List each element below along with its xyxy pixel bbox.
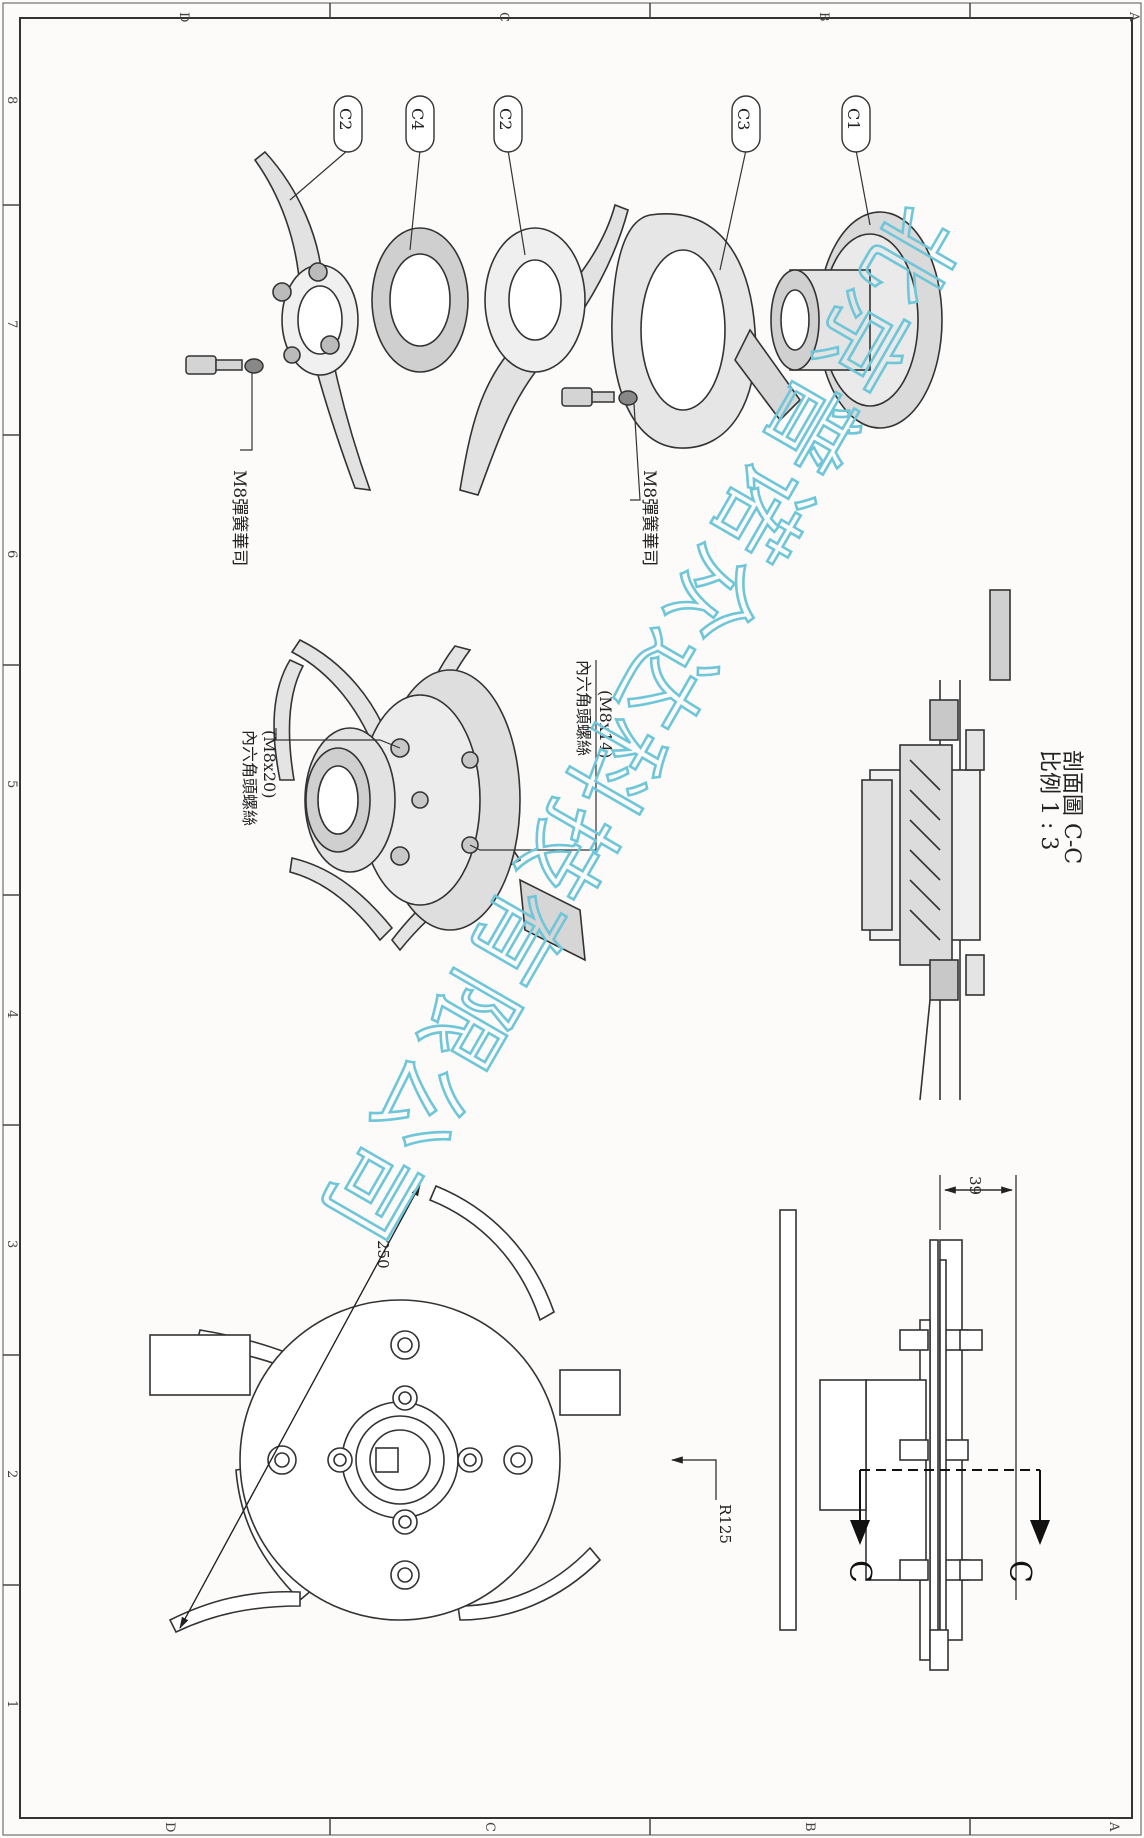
zone-num-8: 8 — [4, 96, 19, 104]
callout-c2-top: C2 — [333, 95, 363, 153]
zone-num-1: 1 — [4, 1700, 19, 1708]
dimension-39-text: 39 — [966, 1176, 984, 1195]
number-ticks — [3, 204, 20, 1586]
dimension-250 — [179, 1183, 421, 1630]
section-cut-letter-left: C — [842, 1560, 877, 1583]
bolt-left — [185, 355, 264, 375]
blade-c2-top — [253, 150, 372, 491]
callout-c3-text: C3 — [734, 108, 753, 130]
callout-c1: C1 — [841, 95, 871, 153]
zone-top-b: B — [816, 12, 831, 22]
dimension-250-text: 250 — [374, 1240, 392, 1269]
zone-top-a: A — [1126, 11, 1141, 22]
zone-num-2: 2 — [4, 1470, 19, 1478]
callout-c2-mid-text: C2 — [496, 108, 515, 130]
section-arrow-right — [1030, 1520, 1050, 1545]
zone-top-c: C — [496, 12, 511, 22]
front-view — [149, 1184, 621, 1634]
zone-bottom-c: C — [482, 1822, 497, 1832]
zone-num-4: 4 — [4, 1010, 19, 1018]
label-bolt-m8x14-size: (M8x14) — [596, 690, 615, 758]
section-arrow-left — [850, 1520, 870, 1545]
label-bolt-m8x14-name: 內六角頭螺絲 — [574, 660, 593, 756]
sheet-frame — [19, 17, 1133, 1819]
side-view — [779, 1209, 983, 1671]
callout-c2-mid: C2 — [493, 95, 523, 153]
zone-top-d: D — [176, 12, 191, 22]
zone-ticks — [329, 3, 971, 1835]
callout-c2-top-text: C2 — [336, 108, 355, 130]
blade-c2-mid — [459, 203, 629, 496]
callout-c3: C3 — [731, 95, 761, 153]
dimension-39 — [939, 1175, 1017, 1600]
section-view-cc — [861, 589, 1011, 1101]
bracket-c3 — [611, 213, 802, 449]
assembly-leaders — [275, 660, 597, 851]
label-washer-right: M8彈簧華司 — [639, 470, 659, 566]
callout-c4-text: C4 — [408, 108, 427, 130]
section-cut-line — [859, 1469, 1041, 1520]
callout-c1-text: C1 — [844, 108, 863, 130]
zone-num-7: 7 — [4, 320, 19, 328]
label-bolt-m8x20-name: 內六角頭螺絲 — [240, 730, 259, 826]
hub-c1 — [770, 211, 943, 429]
label-washer-left: M8彈簧華司 — [229, 470, 249, 566]
section-cut-letter-right: C — [1002, 1560, 1037, 1583]
zone-num-3: 3 — [4, 1240, 19, 1248]
callout-c4: C4 — [405, 95, 435, 153]
label-bolt-m8x20-size: (M8x20) — [260, 730, 279, 798]
zone-bottom-d: D — [162, 1822, 177, 1832]
bolt-right — [561, 387, 638, 407]
section-title: 剖面圖 C-C — [1059, 750, 1084, 864]
zone-num-6: 6 — [4, 550, 19, 558]
dimension-r125-text: R125 — [716, 1504, 734, 1544]
zone-bottom-b: B — [802, 1822, 817, 1832]
section-scale: 比例 1 : 3 — [1036, 750, 1061, 850]
assembly-isometric — [273, 638, 586, 962]
ring-c4 — [371, 227, 469, 373]
zone-bottom-a: A — [1106, 1821, 1121, 1832]
callout-leaders — [240, 149, 871, 501]
dimension-r125 — [670, 1456, 717, 1500]
zone-num-5: 5 — [4, 780, 19, 788]
